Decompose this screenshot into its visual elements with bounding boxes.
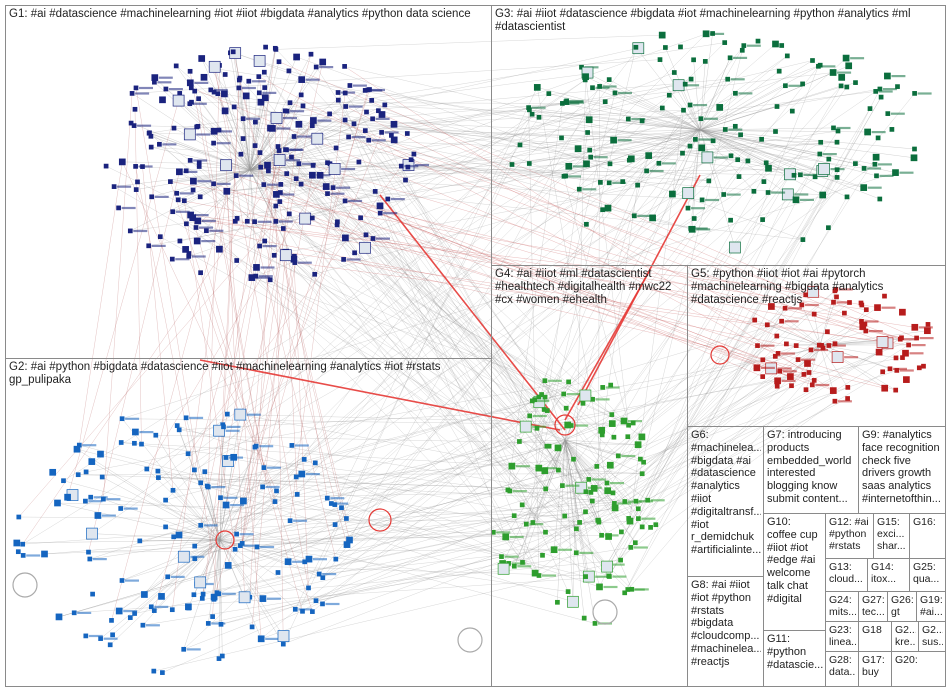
group-g24-label: G24: mits... bbox=[829, 594, 856, 618]
group-g2-label: G2: #ai #python #bigdata #datascience #i… bbox=[9, 361, 489, 387]
group-g25-label: G25: qua... bbox=[913, 561, 943, 585]
group-g28-label: G28: data... bbox=[829, 654, 856, 678]
group-g16: G16: bbox=[909, 513, 946, 559]
group-g8: G8: #ai #iiot #iot #python #rstats #bigd… bbox=[687, 576, 764, 687]
group-g9-label: G9: #analytics face recognition check fi… bbox=[862, 429, 943, 506]
group-g6-label: G6: #machinelea... #bigdata #ai #datasci… bbox=[691, 429, 761, 557]
group-g2: G2: #ai #python #bigdata #datascience #i… bbox=[5, 358, 492, 687]
group-g20: G20: bbox=[891, 651, 946, 687]
group-g9: G9: #analytics face recognition check fi… bbox=[858, 426, 946, 514]
group-g16-label: G16: bbox=[913, 516, 943, 528]
group-g5-label: G5: #python #iiot #iot #ai #pytorch #mac… bbox=[691, 268, 943, 307]
group-g10: G10: coffee cup #iiot #iot #edge #ai wel… bbox=[763, 513, 826, 631]
group-g23-label: G23: linea... bbox=[829, 624, 856, 648]
group-g11: G11: #python #datascie... bbox=[763, 630, 826, 687]
group-g17-label: G17: buy bbox=[862, 654, 889, 678]
group-g8-label: G8: #ai #iiot #iot #python #rstats #bigd… bbox=[691, 579, 761, 669]
group-g27: G27: tec... bbox=[858, 591, 888, 622]
group-g3: G3: #ai #iiot #datascience #bigdata #iot… bbox=[491, 5, 946, 266]
group-g3-label: G3: #ai #iiot #datascience #bigdata #iot… bbox=[495, 8, 943, 34]
group-g28: G28: data... bbox=[825, 651, 859, 687]
group-g24: G24: mits... bbox=[825, 591, 859, 622]
group-g5: G5: #python #iiot #iot #ai #pytorch #mac… bbox=[687, 265, 946, 427]
group-g4-label: G4: #ai #iiot #ml #datascientist #health… bbox=[495, 268, 685, 307]
group-g18-label: G18 bbox=[862, 624, 889, 636]
group-g6: G6: #machinelea... #bigdata #ai #datasci… bbox=[687, 426, 764, 577]
group-g19-label: G19: #ai... bbox=[920, 594, 943, 618]
group-g26: G26: gt bbox=[887, 591, 917, 622]
group-g18: G18 bbox=[858, 621, 892, 652]
group-g22: G2... sus... bbox=[918, 621, 946, 652]
group-g4: G4: #ai #iiot #ml #datascientist #health… bbox=[491, 265, 688, 687]
group-g10-label: G10: coffee cup #iiot #iot #edge #ai wel… bbox=[767, 516, 823, 606]
group-g1-label: G1: #ai #datascience #machinelearning #i… bbox=[9, 8, 489, 21]
group-g23: G23: linea... bbox=[825, 621, 859, 652]
group-g12: G12: #ai #python #rstats bbox=[825, 513, 874, 559]
group-g1: G1: #ai #datascience #machinelearning #i… bbox=[5, 5, 492, 359]
group-g7-label: G7: introducing products embedded_world … bbox=[767, 429, 856, 506]
group-g21: G2... kre... bbox=[891, 621, 919, 652]
group-g21-label: G2... kre... bbox=[895, 624, 916, 648]
group-g22-label: G2... sus... bbox=[922, 624, 943, 648]
group-g13-label: G13: cloud... bbox=[829, 561, 865, 585]
group-g19: G19: #ai... bbox=[916, 591, 946, 622]
group-g27-label: G27: tec... bbox=[862, 594, 885, 618]
group-g14-label: G14: itox... bbox=[871, 561, 907, 585]
group-g25: G25: qua... bbox=[909, 558, 946, 592]
group-g15: G15: exci... shar... bbox=[873, 513, 910, 559]
group-g26-label: G26: gt bbox=[891, 594, 914, 618]
group-g20-label: G20: bbox=[895, 654, 943, 666]
group-g7: G7: introducing products embedded_world … bbox=[763, 426, 859, 514]
group-g12-label: G12: #ai #python #rstats bbox=[829, 516, 871, 552]
group-g14: G14: itox... bbox=[867, 558, 910, 592]
group-g11-label: G11: #python #datascie... bbox=[767, 633, 823, 671]
group-g13: G13: cloud... bbox=[825, 558, 868, 592]
group-g17: G17: buy bbox=[858, 651, 892, 687]
group-g15-label: G15: exci... shar... bbox=[877, 516, 907, 552]
